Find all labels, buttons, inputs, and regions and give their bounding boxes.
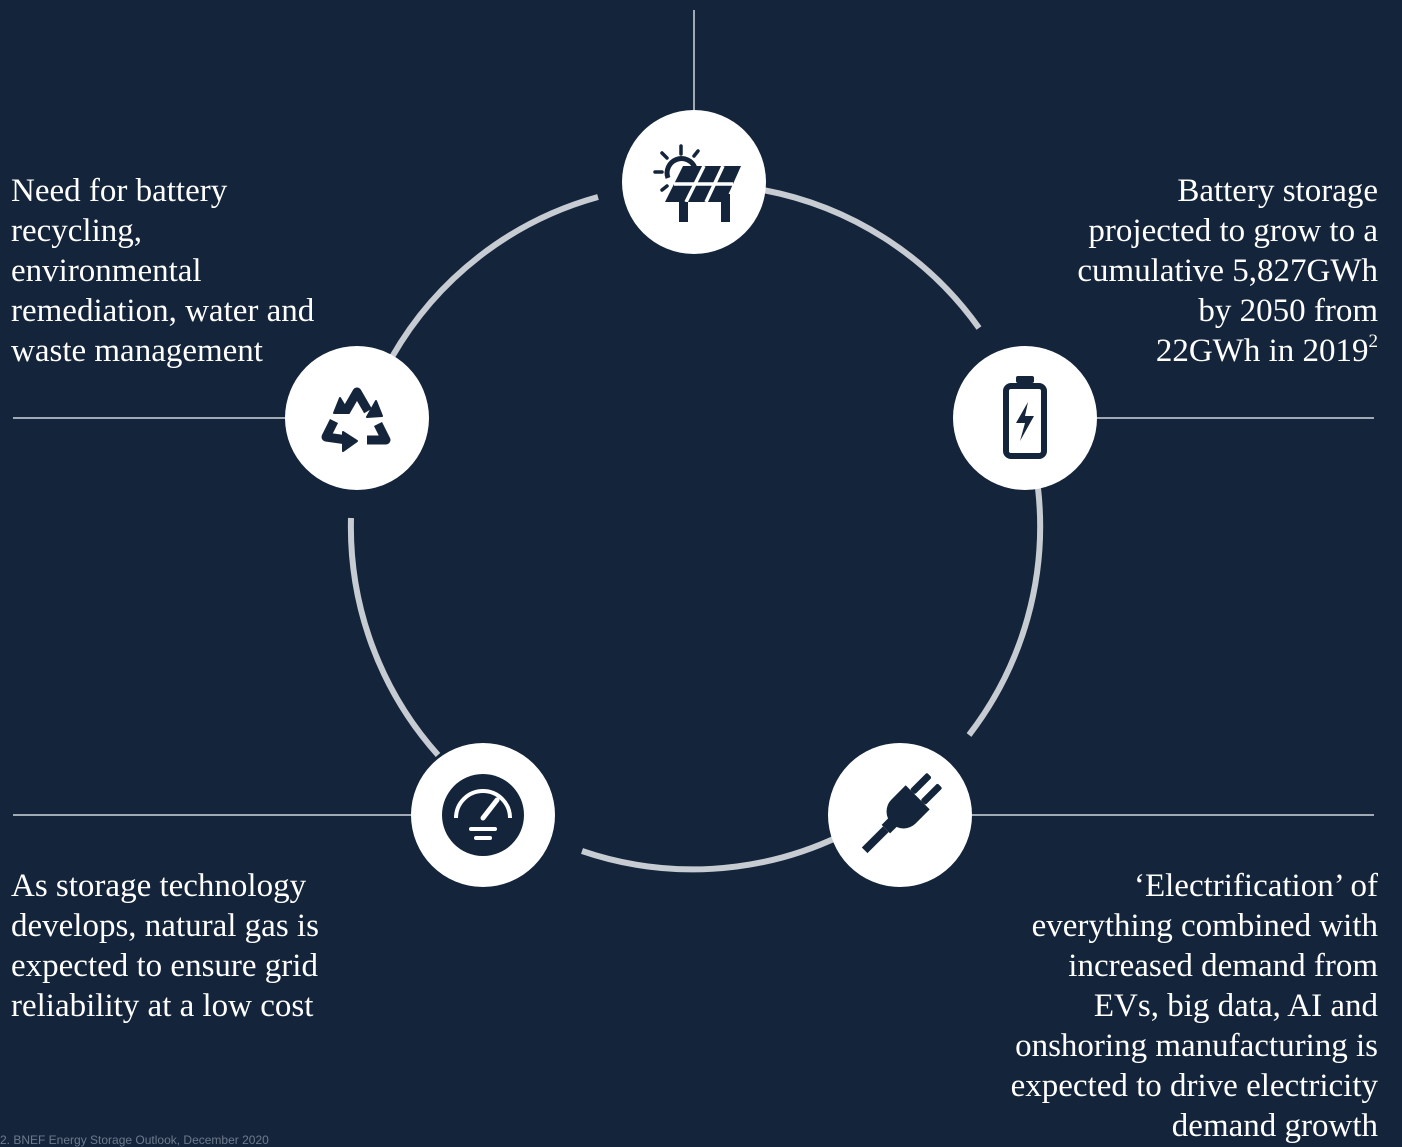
node-solar — [622, 110, 766, 254]
ring-arc-electrification-gas — [581, 833, 842, 873]
note-line: recycling, — [11, 213, 143, 249]
ring-arc-gas-recycling — [347, 517, 441, 757]
note-line: reliability at a low cost — [11, 988, 314, 1024]
solar-panel-icon — [653, 144, 741, 222]
gauge-icon — [442, 774, 524, 856]
node-electrification — [828, 743, 972, 887]
note-line: environmental — [11, 253, 202, 289]
note-line: waste management — [11, 333, 263, 369]
note-electrification: ‘Electrification’ of everything combined… — [958, 866, 1378, 1146]
note-line: everything combined with — [1031, 908, 1378, 944]
note-line: remediation, water and — [11, 293, 315, 329]
note-line: Need for battery — [11, 173, 228, 209]
node-recycling — [285, 346, 429, 490]
note-line: EVs, big data, AI and — [1093, 988, 1378, 1024]
note-line: Battery storage — [1177, 173, 1378, 209]
connector-lines — [13, 10, 1374, 816]
note-line: by 2050 from — [1198, 293, 1378, 329]
note-battery-storage: Battery storage projected to grow to a c… — [1018, 171, 1378, 371]
ring-arcs — [347, 187, 1044, 873]
note-line-text: 22GWh in 2019 — [1155, 333, 1369, 369]
note-line: expected to drive electricity — [1010, 1068, 1378, 1104]
note-line: increased demand from — [1068, 948, 1378, 984]
source-footnote: 2. BNEF Energy Storage Outlook, December… — [0, 1133, 269, 1147]
ring-arc-battery-electrification — [966, 487, 1044, 737]
ring-arc-recycling-solar — [389, 194, 599, 359]
recycle-icon — [321, 387, 391, 452]
node-battery — [953, 346, 1097, 490]
note-line: expected to ensure grid — [11, 948, 318, 984]
note-line: demand growth — [1171, 1108, 1378, 1144]
note-line: 22GWh in 20192 — [1018, 331, 1378, 371]
battery-icon — [1003, 376, 1047, 459]
node-gas — [411, 743, 555, 887]
note-line: ‘Electrification’ of — [1133, 868, 1378, 904]
note-natural-gas: As storage technology develops, natural … — [11, 866, 391, 1026]
note-line: onshoring manufacturing is — [1015, 1028, 1378, 1064]
ring-arc-solar-battery — [762, 187, 982, 330]
note-line: projected to grow to a — [1088, 213, 1378, 249]
note-line: cumulative 5,827GWh — [1077, 253, 1378, 289]
note-line: As storage technology — [11, 868, 307, 904]
note-line: develops, natural gas is — [11, 908, 319, 944]
footnote-marker: 2 — [1368, 331, 1379, 352]
plug-icon — [861, 773, 942, 854]
note-recycling: Need for battery recycling, environmenta… — [11, 171, 371, 371]
